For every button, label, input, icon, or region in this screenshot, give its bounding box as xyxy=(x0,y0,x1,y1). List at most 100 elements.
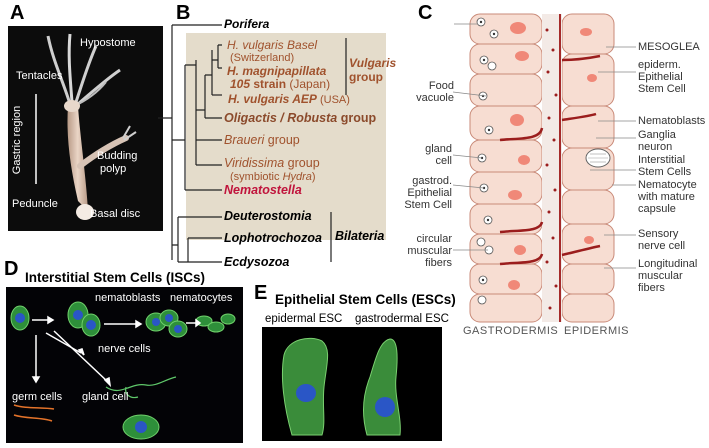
ganglia-1: Ganglia xyxy=(638,129,676,141)
label-hypostome: Hypostome xyxy=(80,37,136,49)
label-interstitial: Interstitial Stem Cells xyxy=(638,154,691,178)
oligactis-name: Oligactis / Robusta xyxy=(224,111,338,125)
panel-a-letter: A xyxy=(10,2,25,24)
nematocyte-1: Nematocyte xyxy=(638,179,697,191)
gastrod-3: Stem Cell xyxy=(404,199,452,211)
magni-105: 105 xyxy=(230,77,251,91)
sensory-1: Sensory xyxy=(638,228,679,240)
hydra-photo xyxy=(8,26,163,231)
isc-micrograph xyxy=(6,287,243,443)
label-circular-fibers: circular muscular fibers xyxy=(402,233,452,269)
taxon-viridissima-sub: (symbiotic Hydra) xyxy=(230,171,316,183)
taxon-nematostella: Nematostella xyxy=(224,183,302,197)
label-food-vacuole: Food vacuole xyxy=(414,80,454,104)
circ-3: fibers xyxy=(425,257,452,269)
taxon-basel-location: (Switzerland) xyxy=(230,52,295,64)
label-peduncle: Peduncle xyxy=(12,198,58,210)
label-ganglia-neuron: Ganglia neuron xyxy=(638,129,676,153)
interstitial-1: Interstitial xyxy=(638,154,686,166)
esc-micrograph xyxy=(262,327,442,441)
label-budding: Budding xyxy=(97,150,138,162)
nematocyte-3: capsule xyxy=(638,203,676,215)
label-epiderm-esc: epiderm. Epithelial Stem Cell xyxy=(638,59,686,95)
circ-1: circular xyxy=(416,233,452,245)
epiderm-3: Stem Cell xyxy=(638,83,686,95)
panel-b-letter: B xyxy=(176,2,191,24)
magni-country: (Japan) xyxy=(286,77,331,91)
label-epidermis: EPIDERMIS xyxy=(564,325,630,337)
longit-1: Longitudinal xyxy=(638,258,698,270)
circ-2: muscular xyxy=(407,245,452,257)
gastrod-2: Epithelial xyxy=(407,187,452,199)
taxon-magni-strain: 105 strain (Japan) xyxy=(230,77,330,91)
hydra-illustration xyxy=(35,33,137,220)
taxon-lophotrochozoa: Lophotrochozoa xyxy=(224,231,322,245)
label-nematoblasts-d: nematoblasts xyxy=(95,292,161,304)
esc-label-epidermal: epidermal ESC xyxy=(265,313,343,325)
mesoglea-layer xyxy=(542,14,562,322)
panel-e-letter: E xyxy=(254,282,268,304)
esc-label-gastrodermal: gastrodermal ESC xyxy=(355,313,449,325)
group-vulgaris: Vulgaris group xyxy=(349,56,396,84)
sensory-2: nerve cell xyxy=(638,240,686,252)
label-nerve-cells: nerve cells xyxy=(98,343,151,355)
nematocyte-2: with mature xyxy=(638,191,695,203)
label-gland-cell: gland cell xyxy=(414,143,452,167)
interstitial-2: Stem Cells xyxy=(638,166,692,178)
taxon-ecdysozoa: Ecdysozoa xyxy=(224,255,290,269)
taxon-oligactis: Oligactis / Robusta group xyxy=(224,111,376,125)
taxon-braueri: Braueri group xyxy=(224,133,300,147)
label-gland-cell-d: gland cell xyxy=(82,391,129,403)
group-bilateria: Bilateria xyxy=(335,229,385,243)
gland-2: cell xyxy=(435,155,452,167)
taxon-porifera: Porifera xyxy=(224,17,270,31)
gastrod-1: gastrod. xyxy=(412,175,452,187)
label-nematoblasts: Nematoblasts xyxy=(638,115,706,127)
aep-country: (USA) xyxy=(316,94,350,106)
label-nematocytes-d: nematocytes xyxy=(170,292,233,304)
label-germ-cells: germ cells xyxy=(12,391,63,403)
food-1: Food xyxy=(428,80,454,92)
vulgaris-label: Vulgaris xyxy=(349,56,397,70)
viridissima-group: group xyxy=(284,156,320,170)
isc-title: Interstitial Stem Cells (ISCs) xyxy=(25,270,206,285)
aep-name: H. vulgaris AEP xyxy=(228,92,317,106)
ganglia-2: neuron xyxy=(638,141,673,153)
epiderm-2: Epithelial xyxy=(638,71,683,83)
vulgaris-group-word: group xyxy=(349,70,383,84)
braueri-group: group xyxy=(264,133,300,147)
taxon-h-magnipapillata: H. magnipapillata xyxy=(227,64,327,78)
gland-1: gland xyxy=(425,143,452,155)
longit-3: fibers xyxy=(638,282,665,294)
taxon-h-vulgaris-aep: H. vulgaris AEP (USA) xyxy=(228,92,350,106)
taxon-viridissima: Viridissima group xyxy=(224,156,320,170)
epiderm-1: epiderm. xyxy=(638,59,681,71)
viridissima-name: Viridissima xyxy=(224,156,285,170)
label-mesoglea: MESOGLEA xyxy=(638,41,700,53)
braueri-name: Braueri xyxy=(224,133,265,147)
magni-strain: strain xyxy=(250,77,287,91)
viri-sub-a: (symbiotic xyxy=(230,171,283,183)
label-tentacles: Tentacles xyxy=(16,70,63,82)
esc-title: Epithelial Stem Cells (ESCs) xyxy=(275,292,456,307)
label-basal-disc: Basal disc xyxy=(90,208,141,220)
panel-c-letter: C xyxy=(418,2,433,24)
longit-2: muscular xyxy=(638,270,683,282)
esc-cells-illustration xyxy=(281,337,401,436)
label-sensory-nerve: Sensory nerve cell xyxy=(638,228,685,252)
label-gastrodermis: GASTRODERMIS xyxy=(463,325,559,337)
food-2: vacuole xyxy=(416,92,454,104)
taxon-deuterostomia: Deuterostomia xyxy=(224,209,312,223)
gastrodermis-cells xyxy=(469,13,543,323)
taxon-h-vulgaris-basel: H. vulgaris Basel xyxy=(227,38,318,52)
panel-d-letter: D xyxy=(4,258,19,280)
label-gastrod-esc: gastrod. Epithelial Stem Cell xyxy=(400,175,452,211)
isc-cells-illustration xyxy=(10,301,236,440)
label-longitudinal-fibers: Longitudinal muscular fibers xyxy=(638,258,697,294)
oligactis-group: group xyxy=(337,111,377,125)
viri-sub-c: ) xyxy=(311,171,316,183)
label-nematocyte: Nematocyte with mature capsule xyxy=(638,179,697,215)
viri-sub-b: Hydra xyxy=(282,171,312,183)
